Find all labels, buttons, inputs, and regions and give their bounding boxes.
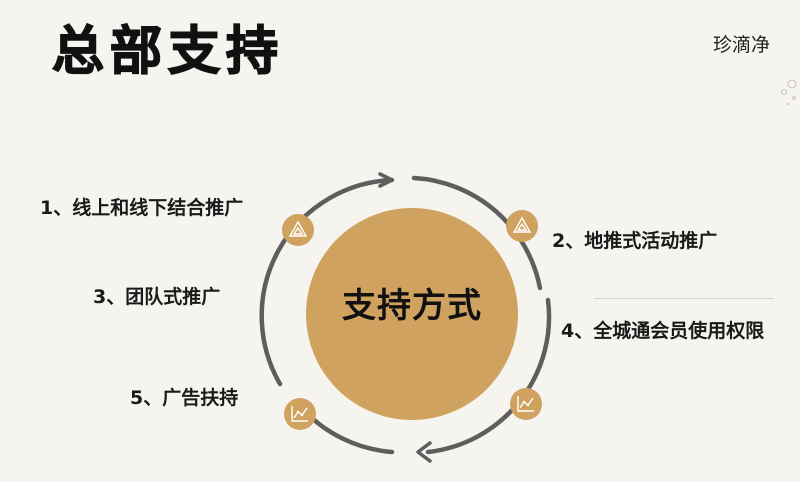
support-item-3: 3、团队式推广	[93, 285, 220, 309]
support-item-4: 4、全城通会员使用权限	[561, 319, 771, 343]
item-number: 4	[561, 320, 575, 342]
item-number: 5	[130, 387, 144, 409]
page-title: 总部支持	[51, 21, 285, 83]
ring-arc-top-left	[259, 177, 395, 387]
support-item-2: 2、地推式活动推广	[552, 229, 717, 253]
item-number: 1	[40, 197, 54, 219]
line-chart-icon	[284, 398, 316, 430]
ring-arc-top-right	[411, 175, 543, 291]
center-circle	[306, 208, 518, 420]
brand-name: 珍滴净	[712, 34, 770, 56]
arrow-head-top	[378, 172, 394, 188]
divider-line	[594, 298, 774, 299]
triangle-icon	[282, 214, 314, 246]
line-chart-icon	[510, 388, 542, 420]
item-separator: 、	[574, 320, 594, 342]
item-label: 线上和线下结合推广	[72, 197, 244, 219]
item-label: 地推式活动推广	[584, 230, 718, 252]
support-item-1: 1、线上和线下结合推广	[40, 196, 243, 220]
item-separator: 、	[53, 197, 73, 219]
item-label: 团队式推广	[125, 286, 221, 308]
item-separator: 、	[143, 387, 163, 409]
item-number: 2	[552, 230, 566, 252]
item-number: 3	[93, 286, 107, 308]
item-label: 全城通会员使用权限	[593, 320, 765, 342]
item-label: 广告扶持	[162, 387, 239, 409]
item-separator: 、	[106, 286, 126, 308]
triangle-icon	[506, 210, 538, 242]
support-item-5: 5、广告扶持	[130, 386, 238, 410]
item-separator: 、	[565, 230, 585, 252]
center-label: 支持方式	[342, 286, 482, 326]
arrow-head-bottom	[416, 441, 432, 463]
corner-ornament-icon	[781, 79, 797, 106]
